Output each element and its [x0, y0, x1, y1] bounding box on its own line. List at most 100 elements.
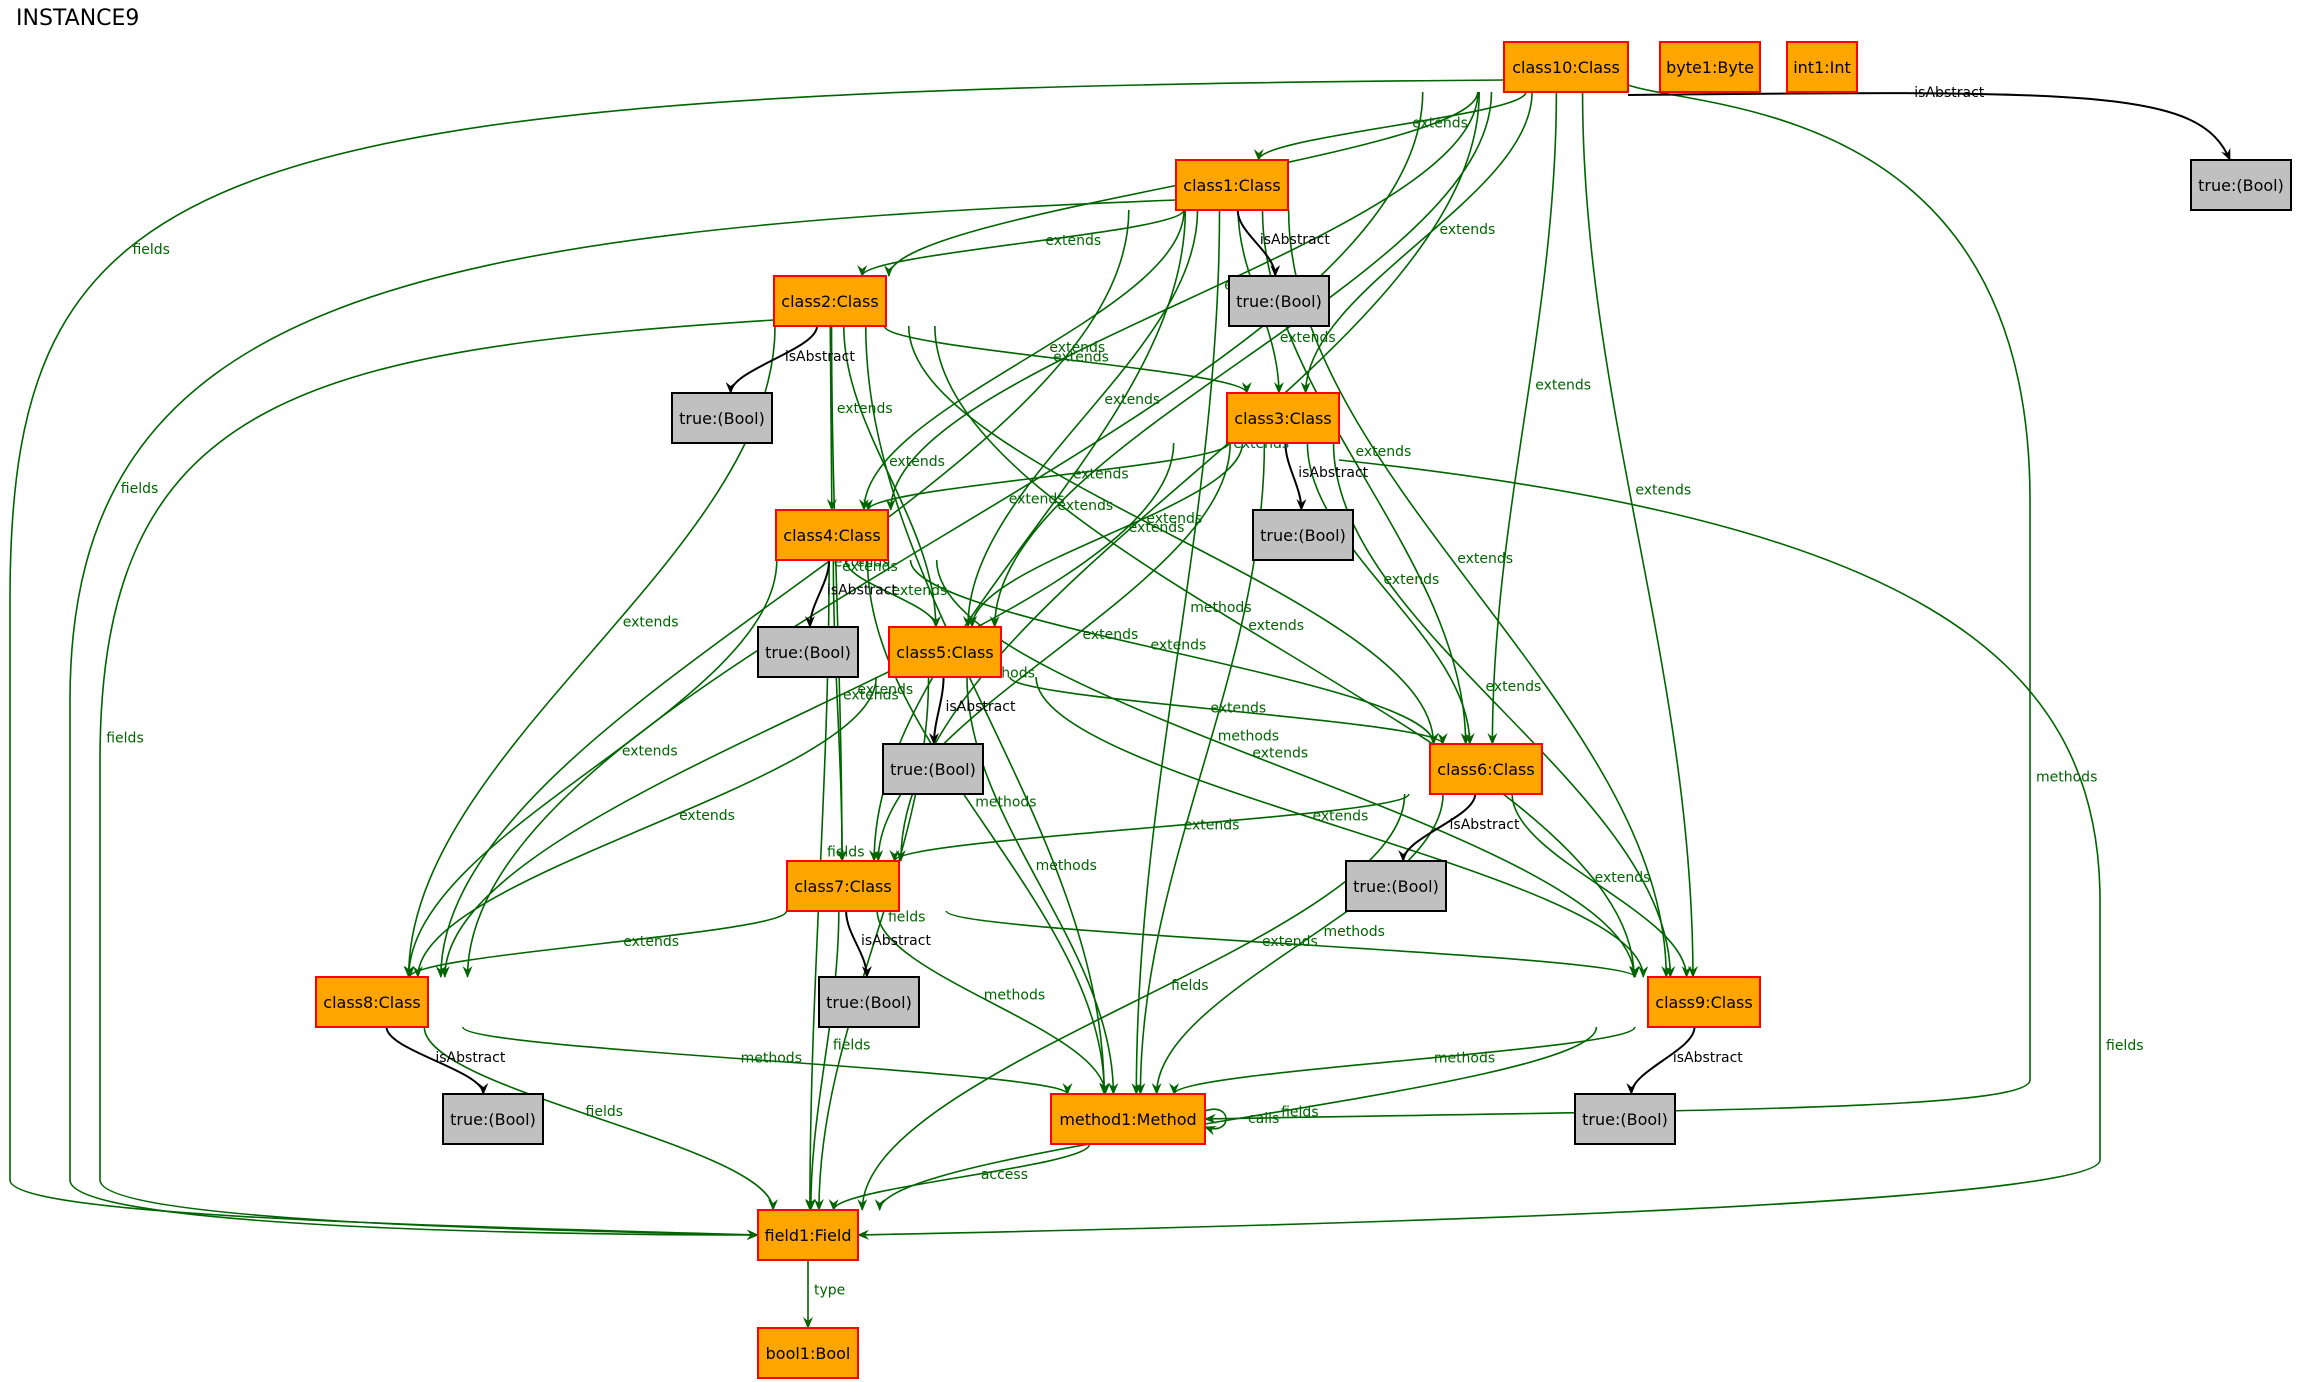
node-box	[773, 275, 887, 327]
node-box	[315, 976, 429, 1028]
edge-class4-extends-class7	[832, 559, 848, 862]
edge-class6-isabstract-true6	[1398, 793, 1477, 862]
node-box	[1345, 860, 1447, 912]
edge-label: isAbstract	[827, 582, 897, 598]
node-label: int1:Int	[1793, 58, 1851, 77]
node-label: true:(Bool)	[765, 643, 851, 662]
edge-label: calls	[1248, 1111, 1279, 1127]
edge-label: extends	[1439, 222, 1495, 238]
edge-label: extends	[623, 615, 679, 631]
node-box	[442, 1093, 544, 1145]
node-true4[interactable]: true:(Bool)	[757, 626, 859, 678]
node-true6[interactable]: true:(Bool)	[1345, 860, 1447, 912]
node-box	[1659, 41, 1761, 93]
edge-method1-calls-method1	[1204, 1108, 1227, 1136]
node-label: class10:Class	[1512, 58, 1620, 77]
node-label: class3:Class	[1234, 409, 1331, 428]
node-class10[interactable]: class10:Class	[1503, 41, 1629, 93]
edge-class10-isabstract-true10	[1627, 92, 2231, 161]
node-label: true:(Bool)	[2198, 176, 2284, 195]
edge-class1-methods-method1	[1131, 209, 1221, 1095]
node-method1[interactable]: method1:Method	[1050, 1093, 1206, 1145]
node-class3[interactable]: class3:Class	[1226, 392, 1340, 444]
edge-class10-extends-class4	[885, 91, 1479, 511]
node-box	[1786, 41, 1858, 93]
edge-label: extends	[1595, 870, 1651, 886]
edge-label: extends	[1045, 233, 1101, 249]
diagram-title: INSTANCE9	[16, 6, 140, 31]
edge-label: fields	[827, 845, 865, 861]
edge-label: extends	[1150, 638, 1206, 654]
node-box	[1175, 159, 1289, 211]
node-label: true:(Bool)	[1353, 877, 1439, 896]
node-field1[interactable]: field1:Field	[757, 1209, 859, 1261]
node-class6[interactable]: class6:Class	[1429, 743, 1543, 795]
node-true5[interactable]: true:(Bool)	[882, 743, 984, 795]
edge-class4-isabstract-true4	[804, 559, 831, 628]
edge-class3-extends-class7	[873, 442, 1231, 862]
edge-label: methods	[1036, 858, 1097, 874]
edge-class2-extends-class9	[934, 325, 1640, 978]
node-true3[interactable]: true:(Bool)	[1252, 509, 1354, 561]
edge-label: extends	[837, 401, 893, 417]
node-class5[interactable]: class5:Class	[888, 626, 1002, 678]
node-box	[888, 626, 1002, 678]
node-box	[757, 1327, 859, 1379]
node-true10[interactable]: true:(Bool)	[2190, 159, 2292, 211]
node-class2[interactable]: class2:Class	[773, 275, 887, 327]
node-class7[interactable]: class7:Class	[786, 860, 900, 912]
node-class1[interactable]: class1:Class	[1175, 159, 1289, 211]
node-true2[interactable]: true:(Bool)	[671, 392, 773, 444]
node-class4[interactable]: class4:Class	[775, 509, 889, 561]
node-box	[1252, 509, 1354, 561]
node-byte1[interactable]: byte1:Byte	[1659, 41, 1761, 93]
edge-label: fields	[1171, 978, 1209, 994]
node-int1[interactable]: int1:Int	[1786, 41, 1858, 93]
edge-label: extends	[1313, 808, 1369, 824]
edge-label: extends	[892, 583, 948, 599]
edge-label: fields	[121, 481, 159, 497]
edge-class2-extends-class4	[826, 325, 837, 511]
edge-class5-isabstract-true5	[928, 676, 945, 745]
node-class9[interactable]: class9:Class	[1647, 976, 1761, 1028]
edge-label: extends	[1535, 378, 1591, 394]
edge-label: extends	[1457, 551, 1513, 567]
node-box	[786, 860, 900, 912]
edge-label: isAbstract	[945, 699, 1015, 715]
edge-class3-extends-class5	[967, 442, 1244, 628]
edge-class4-extends-class9	[935, 559, 1640, 978]
node-label: true:(Bool)	[1260, 526, 1346, 545]
node-true8[interactable]: true:(Bool)	[442, 1093, 544, 1145]
edge-label: extends	[857, 682, 913, 698]
edge-label: methods	[741, 1050, 802, 1066]
node-true7[interactable]: true:(Bool)	[818, 976, 920, 1028]
node-label: class9:Class	[1655, 993, 1752, 1012]
edge-label: methods	[975, 794, 1036, 810]
node-true1[interactable]: true:(Bool)	[1228, 275, 1330, 327]
edge-class4-methods-method1	[866, 559, 1110, 1095]
edge-class1-extends-class4	[859, 209, 1185, 511]
edge-class9-methods-method1	[1169, 1026, 1636, 1095]
edge-label: extends	[1252, 745, 1308, 761]
edge-class3-fields-field1	[857, 459, 2101, 1240]
edge-class7-extends-class8	[404, 910, 788, 978]
edge-label: extends	[1485, 679, 1541, 695]
edge-label: isAbstract	[435, 1050, 505, 1066]
edge-class8-methods-method1	[461, 1026, 1073, 1095]
node-class8[interactable]: class8:Class	[315, 976, 429, 1028]
edge-class1-fields-field1	[69, 199, 1177, 1240]
node-true9[interactable]: true:(Bool)	[1574, 1093, 1676, 1145]
edge-class10-extends-class1	[1253, 91, 1527, 161]
edge-class10-extends-class8	[462, 91, 1424, 978]
edge-class3-extends-class4	[863, 442, 1230, 511]
node-label: true:(Bool)	[826, 993, 912, 1012]
edge-class8-isabstract-true8	[385, 1026, 489, 1095]
edge-label: extends	[623, 934, 679, 950]
edge-label: extends	[622, 743, 678, 759]
node-bool1[interactable]: bool1:Bool	[757, 1327, 859, 1379]
edge-label: extends	[1635, 483, 1691, 499]
node-label: true:(Bool)	[890, 760, 976, 779]
edge-label: methods	[1218, 729, 1279, 745]
edge-class3-methods-method1	[1135, 442, 1266, 1095]
node-label: class1:Class	[1183, 176, 1280, 195]
